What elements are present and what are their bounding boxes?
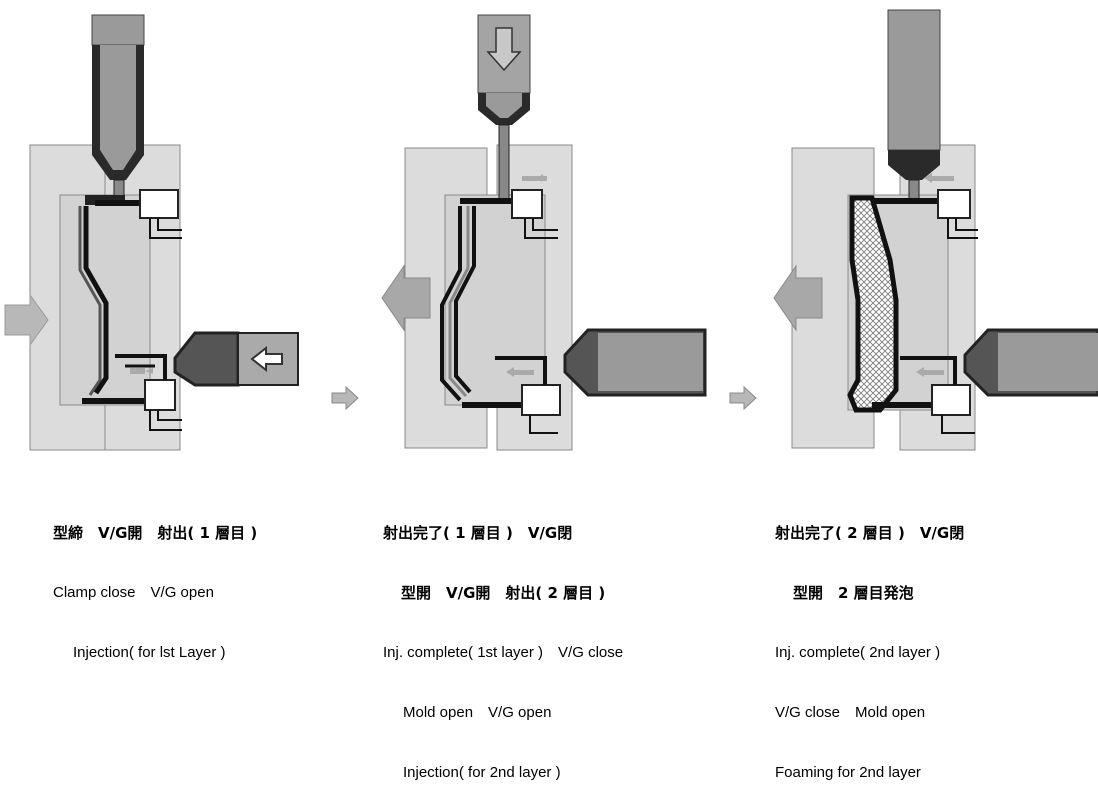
flow-arrow-icon	[730, 387, 756, 409]
stage-2-caption: 射出完了( 1 層目 ) V/G閉 型開 V/G開 射出( 2 層目 ) Inj…	[383, 483, 623, 803]
flow-arrow-icon	[332, 387, 358, 409]
stage-2-en-3: Injection( for 2nd layer )	[383, 763, 623, 783]
stage-3-en-3: Foaming for 2nd layer	[775, 763, 964, 783]
stage-2-jp-2: 型開 V/G開 射出( 2 層目 )	[383, 583, 623, 603]
stage-2-jp-1: 射出完了( 1 層目 ) V/G閉	[383, 523, 623, 543]
stage-1-jp: 型締 V/G開 射出( 1 層目 )	[53, 523, 257, 543]
stage-3-jp-1: 射出完了( 2 層目 ) V/G閉	[775, 523, 964, 543]
stage-1-en-1: Clamp close V/G open	[53, 583, 257, 603]
stage-1-caption: 型締 V/G開 射出( 1 層目 ) Clamp close V/G open …	[53, 483, 257, 683]
stage-3-en-1: Inj. complete( 2nd layer )	[775, 643, 964, 663]
stage-1-en-2: Injection( for lst Layer )	[53, 643, 257, 663]
stage-2-mold	[405, 15, 705, 450]
stage-1-mold	[30, 15, 298, 450]
stage-3-caption: 射出完了( 2 層目 ) V/G閉 型開 2 層目発泡 Inj. complet…	[775, 483, 964, 803]
stage-2-en-2: Mold open V/G open	[383, 703, 623, 723]
stage-3-mold	[792, 10, 1098, 450]
stage-2-en-1: Inj. complete( 1st layer ) V/G close	[383, 643, 623, 663]
stage-3-jp-2: 型開 2 層目発泡	[775, 583, 964, 603]
stage-3-en-2: V/G close Mold open	[775, 703, 964, 723]
